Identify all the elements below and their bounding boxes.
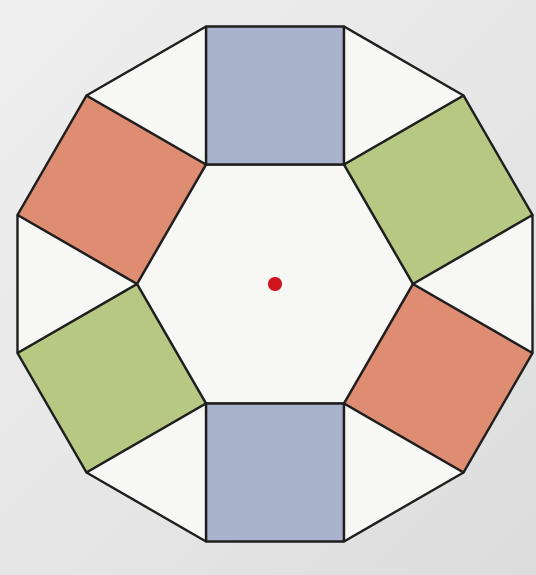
triangle-2 [342,25,465,166]
triangle-5 [85,402,208,543]
square-bottom [204,402,346,543]
triangle-4 [342,402,465,543]
square-top [204,25,346,166]
center-dot [268,277,282,291]
triangle-3 [411,213,534,355]
triangle-1 [85,25,208,166]
tiles-group [16,25,534,543]
triangle-6 [16,213,139,355]
